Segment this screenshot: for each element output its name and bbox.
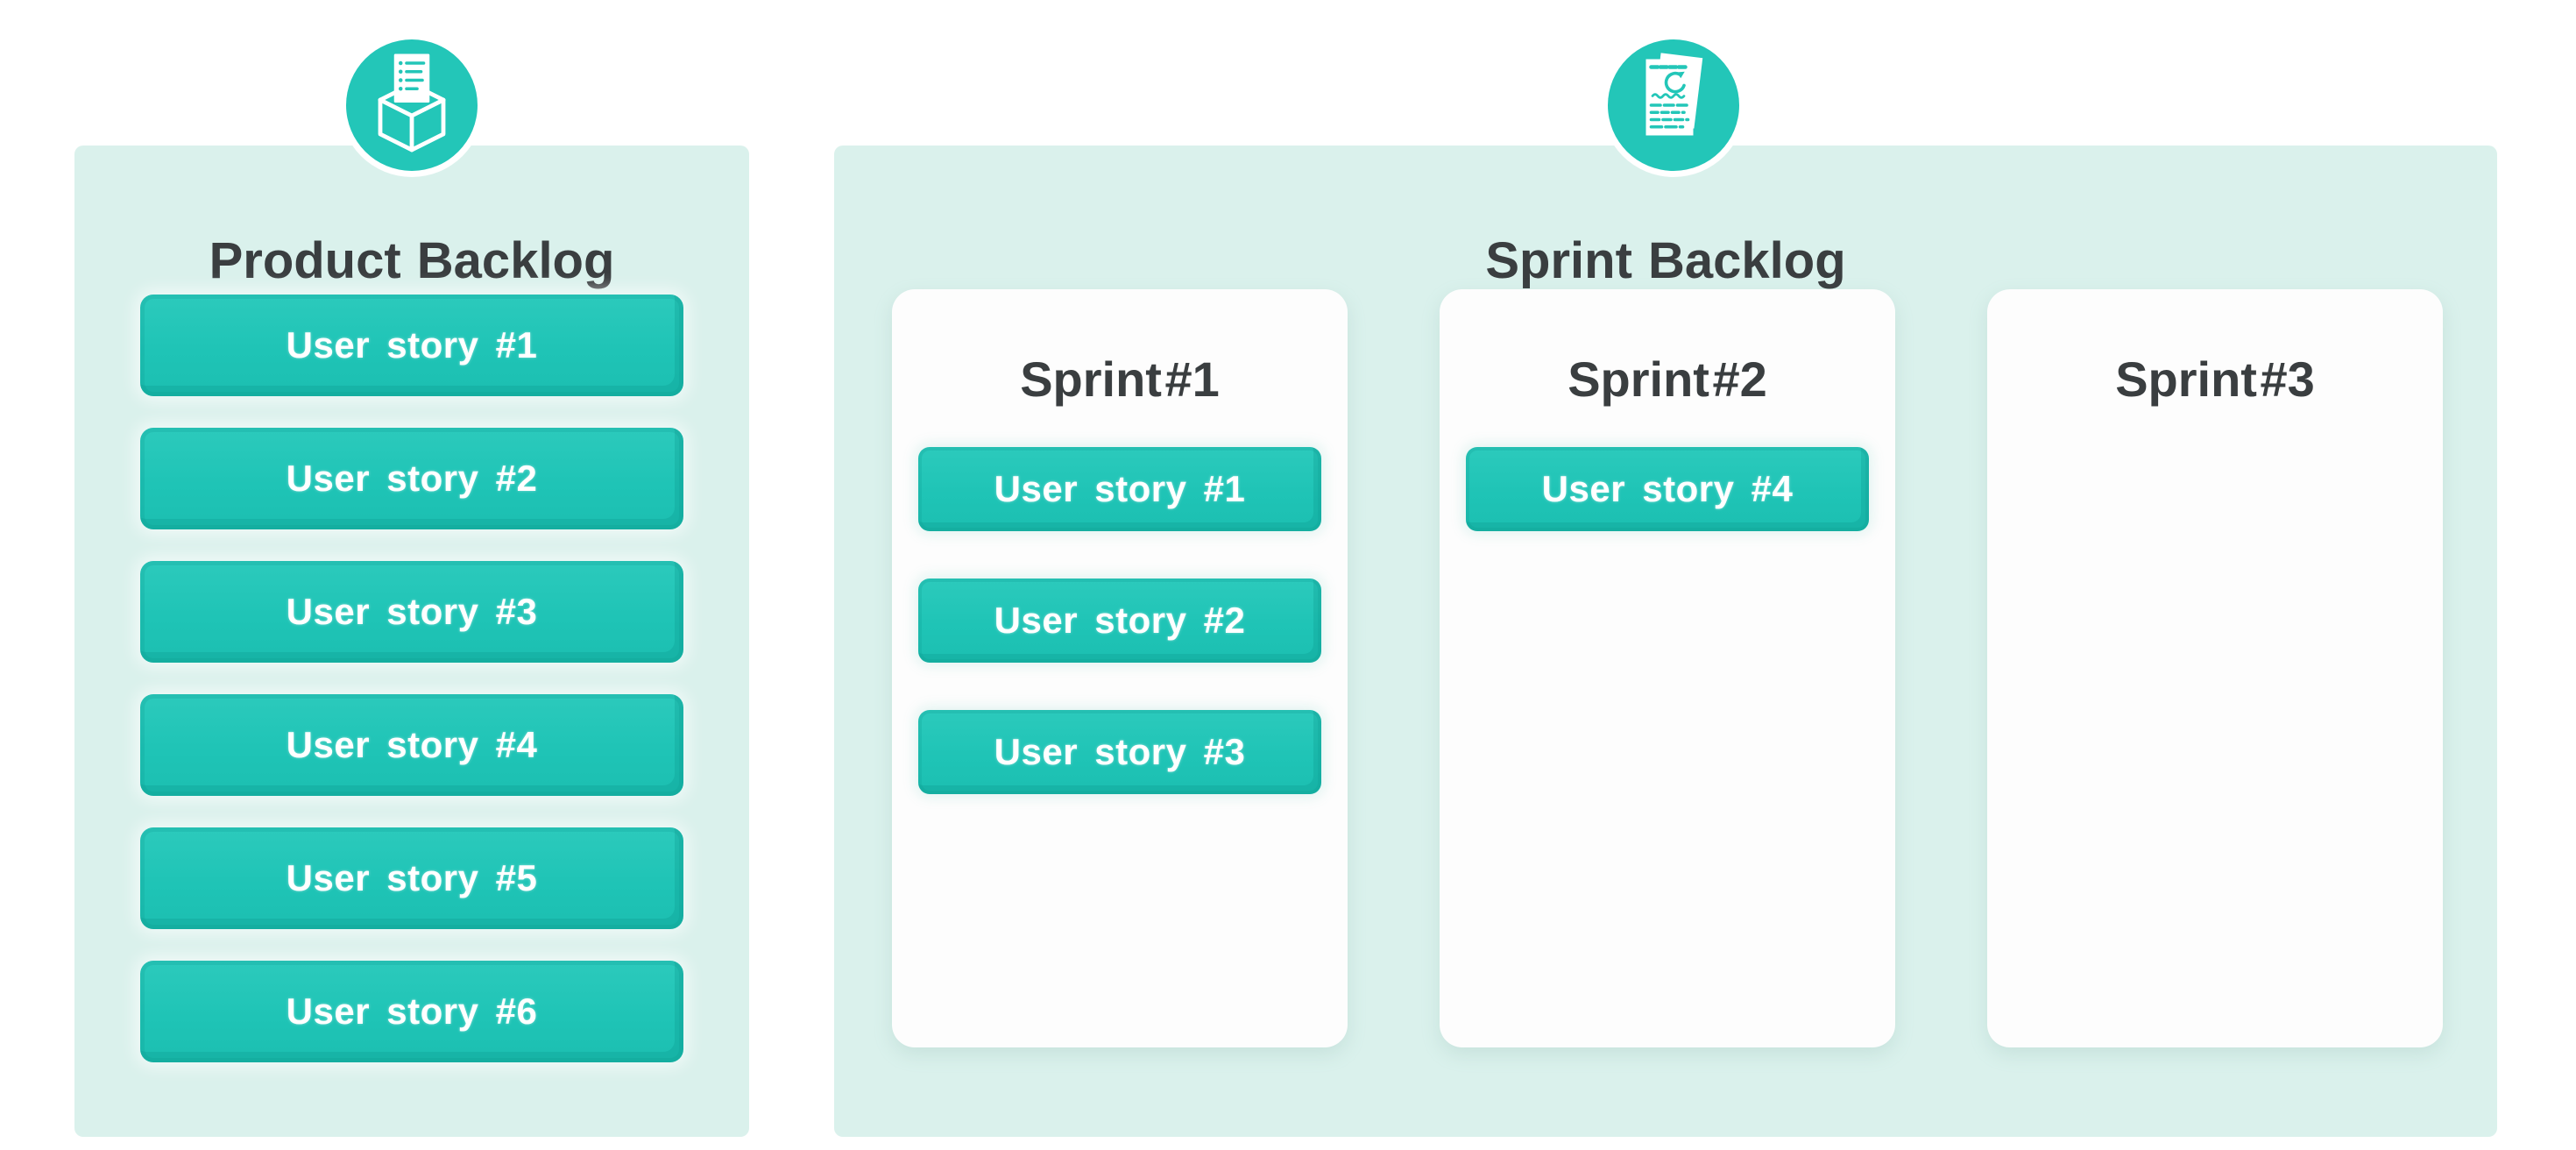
sprint-1-story-card-1[interactable]: User story #1	[918, 447, 1321, 531]
story-label: User story #6	[286, 990, 538, 1032]
sprint-backlog-panel: Sprint Backlog Sprint #1 User story #1 U…	[834, 146, 2497, 1137]
sprint-backlog-title: Sprint Backlog	[1485, 232, 1846, 290]
story-label: User story #4	[1541, 468, 1794, 509]
sprint-backlog-icon	[1608, 39, 1739, 171]
sprint-column-3: Sprint #3	[1987, 289, 2443, 1047]
sprint-column-2: Sprint #2 User story #4	[1440, 289, 1895, 1047]
story-label: User story #1	[994, 468, 1246, 509]
product-story-card-6[interactable]: User story #6	[140, 961, 683, 1062]
sprint-2-title: Sprint #2	[1568, 351, 1767, 407]
story-label: User story #4	[286, 724, 538, 765]
story-label: User story #3	[286, 591, 538, 632]
story-label: User story #1	[286, 324, 538, 366]
story-label: User story #3	[994, 731, 1246, 772]
sprint-2-story-card-1[interactable]: User story #4	[1466, 447, 1869, 531]
product-backlog-panel: Product Backlog User story #1 User story…	[74, 146, 749, 1137]
sprint-1-story-card-3[interactable]: User story #3	[918, 710, 1321, 794]
sprint-1-title: Sprint #1	[1020, 351, 1220, 407]
story-label: User story #5	[286, 857, 538, 898]
story-label: User story #2	[994, 600, 1246, 641]
sprint-1-story-card-2[interactable]: User story #2	[918, 579, 1321, 663]
product-backlog-title: Product Backlog	[209, 232, 615, 290]
product-story-card-4[interactable]: User story #4	[140, 694, 683, 796]
sprint-column-1: Sprint #1 User story #1 User story #2 Us…	[892, 289, 1348, 1047]
product-story-card-5[interactable]: User story #5	[140, 827, 683, 929]
story-label: User story #2	[286, 458, 538, 499]
document-refresh-icon	[1608, 39, 1739, 171]
product-story-card-1[interactable]: User story #1	[140, 295, 683, 396]
open-box-document-icon	[346, 39, 478, 171]
sprint-3-title: Sprint #3	[2115, 351, 2315, 407]
product-story-card-2[interactable]: User story #2	[140, 428, 683, 529]
product-story-card-3[interactable]: User story #3	[140, 561, 683, 663]
product-backlog-icon	[346, 39, 478, 171]
